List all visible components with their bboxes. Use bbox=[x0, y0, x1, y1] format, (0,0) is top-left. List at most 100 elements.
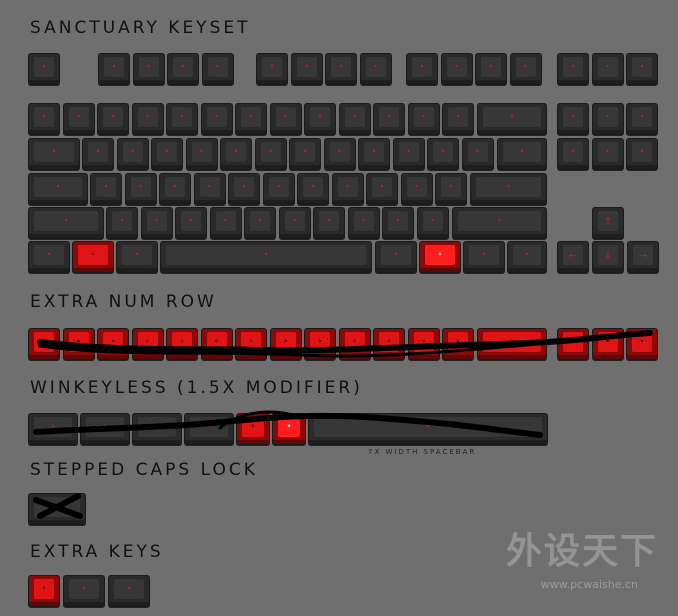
keycap-glyph-icon: • bbox=[304, 62, 309, 71]
number-row-key: • bbox=[407, 103, 440, 135]
function-key: • bbox=[359, 53, 392, 85]
keycap-glyph-icon: • bbox=[509, 112, 515, 121]
keycap-glyph-icon: • bbox=[276, 182, 281, 191]
number-row-key: • bbox=[304, 103, 336, 135]
left-arrow-key: ← bbox=[557, 241, 589, 273]
enter-key: • bbox=[470, 173, 547, 205]
keycap-glyph-icon: • bbox=[206, 422, 212, 431]
title-extra-keys: EXtRA KEYS bbox=[30, 542, 164, 562]
spacebar: • bbox=[160, 241, 372, 273]
keycap-glyph-icon: • bbox=[352, 112, 357, 121]
keycap-glyph-icon: • bbox=[455, 337, 461, 346]
keycap-glyph-icon: • bbox=[570, 147, 576, 156]
extra-key: • bbox=[108, 575, 150, 607]
keycap-glyph-icon: • bbox=[81, 584, 87, 593]
keycap-glyph-icon: • bbox=[130, 147, 135, 156]
red-number-key: • bbox=[97, 328, 129, 360]
alpha-key: • bbox=[366, 173, 398, 205]
left-ctrl-key: • bbox=[28, 241, 70, 273]
title-winkeyless: WINKEYLESS (1.5X MODIFIER) bbox=[30, 378, 363, 398]
title-num-row: EXtRA NUM ROW bbox=[30, 292, 217, 312]
keycap-glyph-icon: • bbox=[395, 216, 401, 225]
winkeyless-mod-key: • bbox=[132, 413, 182, 445]
title-stepped-caps: StEPPED CAPS LOCK bbox=[30, 460, 258, 480]
keycap-glyph-icon: • bbox=[292, 216, 297, 225]
keycap-glyph-icon: • bbox=[111, 62, 117, 71]
keycap-glyph-icon: • bbox=[207, 182, 212, 191]
keycap-glyph-icon: • bbox=[361, 216, 366, 225]
keycap-glyph-icon: • bbox=[338, 62, 344, 71]
backslash-key: • bbox=[497, 138, 547, 170]
stepped-caps-lock-key: • bbox=[28, 493, 86, 525]
winkeyless-red-key: • bbox=[236, 413, 270, 445]
red-number-key: • bbox=[269, 328, 302, 360]
alpha-key: • bbox=[244, 207, 276, 239]
keycap-glyph-icon: • bbox=[41, 62, 47, 71]
keycap-glyph-icon: • bbox=[54, 502, 60, 511]
keycap-glyph-icon: • bbox=[437, 250, 443, 259]
watermark-url: www.pcwaishe.cn bbox=[540, 578, 638, 591]
keycap-glyph-icon: • bbox=[102, 422, 108, 431]
winkey-red: • bbox=[419, 241, 461, 273]
alpha-key: • bbox=[347, 207, 380, 239]
keycap-glyph-icon: • bbox=[110, 337, 116, 346]
keycap-glyph-icon: • bbox=[419, 62, 425, 71]
keycap-glyph-icon: • bbox=[63, 216, 69, 225]
keycap-glyph-icon: • bbox=[90, 250, 96, 259]
keycap-glyph-icon: • bbox=[519, 147, 525, 156]
alpha-key: • bbox=[90, 173, 122, 205]
red-number-key: • bbox=[62, 328, 95, 360]
function-key: • bbox=[406, 53, 438, 85]
keycap-glyph-icon: • bbox=[506, 182, 511, 191]
keycap-glyph-icon: • bbox=[421, 337, 426, 346]
keycap-glyph-icon: • bbox=[55, 182, 61, 191]
nav-key: • bbox=[557, 138, 589, 170]
keycap-glyph-icon: • bbox=[41, 337, 47, 346]
alpha-key: • bbox=[151, 138, 183, 170]
seven-x-spacebar: • bbox=[308, 413, 548, 445]
alpha-key: • bbox=[159, 173, 191, 205]
keycap-glyph-icon: • bbox=[317, 112, 323, 121]
winkey-red: • bbox=[72, 241, 114, 273]
red-number-key: • bbox=[373, 328, 405, 360]
alpha-key: • bbox=[358, 138, 390, 170]
keycap-glyph-icon: • bbox=[639, 147, 645, 156]
red-number-key: • bbox=[338, 328, 371, 360]
keycap-glyph-icon: • bbox=[172, 182, 178, 191]
keycap-glyph-icon: • bbox=[605, 337, 610, 346]
keycap-glyph-icon: • bbox=[110, 112, 116, 121]
keycap-glyph-icon: • bbox=[497, 216, 502, 225]
extra-red-key: • bbox=[28, 575, 60, 607]
keycap-glyph-icon: • bbox=[179, 112, 185, 121]
winkeyless-mod-key: • bbox=[184, 413, 234, 445]
keycap-glyph-icon: • bbox=[639, 112, 645, 121]
keycap-glyph-icon: • bbox=[406, 147, 411, 156]
nav-key: • bbox=[591, 138, 624, 170]
keycap-glyph-icon: • bbox=[639, 62, 645, 71]
winkeyless-alt-key: • bbox=[80, 413, 130, 445]
number-row-key: • bbox=[200, 103, 233, 135]
keycap-glyph-icon: • bbox=[481, 250, 487, 259]
right-shift-key: • bbox=[452, 207, 547, 239]
function-key: • bbox=[509, 53, 542, 85]
keycap-glyph-icon: • bbox=[119, 216, 125, 225]
keycap-glyph-icon: • bbox=[283, 112, 288, 121]
keycap-glyph-icon: • bbox=[51, 147, 57, 156]
alpha-key: • bbox=[124, 173, 157, 205]
keycap-glyph-icon: • bbox=[371, 147, 377, 156]
red-number-key: • bbox=[235, 328, 267, 360]
alpha-key: • bbox=[175, 207, 207, 239]
keycap-glyph-icon: • bbox=[570, 62, 576, 71]
number-row-key: • bbox=[97, 103, 129, 135]
keycap-glyph-icon: • bbox=[352, 337, 357, 346]
red-number-key: • bbox=[131, 328, 164, 360]
nav-key: • bbox=[557, 103, 589, 135]
keycap-glyph-icon: • bbox=[214, 337, 219, 346]
nav-key: • bbox=[626, 138, 658, 170]
watermark-text: 外设天下 bbox=[505, 531, 658, 572]
keycap-glyph-icon: • bbox=[41, 584, 47, 593]
alpha-key: • bbox=[400, 173, 433, 205]
keycap-glyph-icon: • bbox=[95, 147, 101, 156]
backspace-key: • bbox=[477, 103, 547, 135]
alpha-key: • bbox=[392, 138, 425, 170]
